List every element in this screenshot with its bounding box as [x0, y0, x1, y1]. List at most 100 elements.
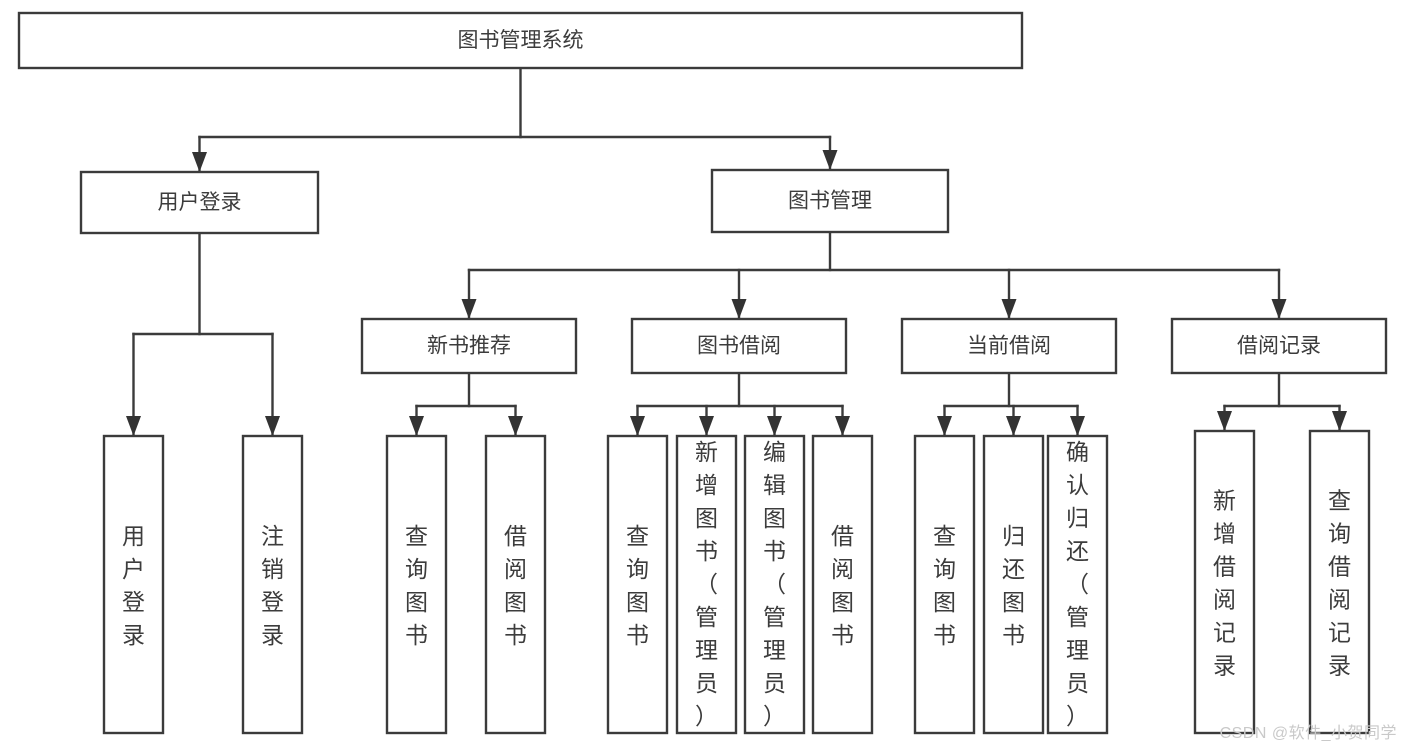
- arrow-head-icon: [409, 416, 424, 436]
- node-leaf-query-record-label-char: 录: [1328, 653, 1351, 679]
- node-leaf-query-book-1-label-char: 查: [405, 523, 428, 549]
- node-book-borrow[interactable]: 图书借阅: [630, 317, 848, 375]
- node-leaf-add-book-label-char: 增: [695, 472, 718, 498]
- arrow-head-icon: [461, 299, 477, 319]
- node-leaf-query-record-label-char: 借: [1328, 554, 1351, 580]
- node-leaf-query-book-3-label-char: 询: [933, 556, 956, 582]
- arrow-head-icon: [126, 416, 141, 436]
- node-leaf-query-book-3-label-char: 书: [933, 622, 956, 648]
- node-borrow-records-label: 借阅记录: [1237, 335, 1321, 358]
- arrow-head-icon: [1332, 411, 1347, 431]
- node-leaf-query-book-2-label-char: 图: [626, 589, 649, 615]
- node-leaf-add-book-label-char: 员: [695, 670, 718, 696]
- node-current-borrow-label: 当前借阅: [967, 335, 1051, 358]
- node-leaf-add-book-label-char: 书: [695, 538, 718, 564]
- arrow-head-icon: [731, 299, 747, 319]
- node-leaf-confirm-return-label-char: 管: [1066, 604, 1089, 630]
- arrow-head-icon: [630, 416, 645, 436]
- node-root-system[interactable]: 图书管理系统: [17, 11, 1024, 70]
- arrow-head-icon: [192, 152, 207, 172]
- node-leaf-query-book-1-box: [385, 434, 448, 735]
- arrow-head-icon: [1006, 416, 1021, 436]
- edge-layer: [126, 66, 1347, 437]
- node-book-management[interactable]: 图书管理: [710, 168, 950, 234]
- node-leaf-borrow-book-1-label-char: 借: [504, 523, 527, 549]
- node-leaf-query-book-2-label-char: 查: [626, 523, 649, 549]
- node-leaf-query-book-2-box: [606, 434, 669, 735]
- node-leaf-add-book-label-char: 理: [695, 637, 718, 663]
- node-borrow-records-box: [1170, 317, 1388, 375]
- node-leaf-query-book-1-label-char: 书: [405, 622, 428, 648]
- node-leaf-query-book-1-label-char: 图: [405, 589, 428, 615]
- node-new-book-recommend-label: 新书推荐: [427, 335, 511, 358]
- node-leaf-confirm-return-label-char: 理: [1066, 637, 1089, 663]
- node-user-login[interactable]: 用户登录: [79, 170, 320, 235]
- arrow-head-icon: [835, 416, 850, 436]
- node-leaf-user-login[interactable]: 用户登录: [102, 434, 165, 735]
- node-leaf-user-login-label-char: 录: [122, 622, 145, 648]
- node-leaf-add-record-label-char: 记: [1213, 620, 1236, 646]
- arrow-head-icon: [1070, 416, 1085, 436]
- node-book-borrow-label: 图书借阅: [697, 335, 781, 358]
- arrow-head-icon: [508, 416, 523, 436]
- node-leaf-query-record-label-char: 阅: [1328, 587, 1351, 613]
- node-leaf-confirm-return-label-char: 员: [1066, 670, 1089, 696]
- node-leaf-logout-label-char: 注: [261, 523, 284, 549]
- node-leaf-return-book-label-char: 书: [1002, 622, 1025, 648]
- node-leaf-query-record-label-char: 记: [1328, 620, 1351, 646]
- node-leaf-return-book-box: [982, 434, 1045, 735]
- node-leaf-add-record-box: [1193, 429, 1256, 735]
- node-leaf-add-record-label-char: 借: [1213, 554, 1236, 580]
- node-leaf-return-book-label-char: 还: [1002, 556, 1025, 582]
- node-leaf-add-book-label-char: 图: [695, 505, 718, 531]
- node-leaf-logout-label-char: 登: [261, 589, 284, 615]
- node-book-borrow-box: [630, 317, 848, 375]
- arrow-head-icon: [1001, 299, 1017, 319]
- node-book-management-label: 图书管理: [788, 190, 872, 213]
- node-leaf-confirm-return-label-char: 还: [1066, 538, 1089, 564]
- node-leaf-borrow-book-1-label-char: 书: [504, 622, 527, 648]
- node-leaf-borrow-book-2-label-char: 图: [831, 589, 854, 615]
- node-leaf-add-record-label-char: 阅: [1213, 587, 1236, 613]
- node-new-book-recommend-box: [360, 317, 578, 375]
- node-leaf-edit-book-label-char: 理: [763, 637, 786, 663]
- node-leaf-borrow-book-1-label-char: 阅: [504, 556, 527, 582]
- node-leaf-edit-book-label-char: 编: [763, 439, 786, 465]
- node-user-login-box: [79, 170, 320, 235]
- node-leaf-query-record-label-char: 查: [1328, 488, 1351, 514]
- node-leaf-return-book-label-char: 图: [1002, 589, 1025, 615]
- node-root-system-box: [17, 11, 1024, 70]
- node-leaf-query-book-2-label-char: 书: [626, 622, 649, 648]
- node-borrow-records[interactable]: 借阅记录: [1170, 317, 1388, 375]
- node-leaf-logout-box: [241, 434, 304, 735]
- node-current-borrow[interactable]: 当前借阅: [900, 317, 1118, 375]
- node-leaf-query-book-3-label-char: 查: [933, 523, 956, 549]
- node-leaf-add-record-label-char: 录: [1213, 653, 1236, 679]
- node-leaf-borrow-book-2-label-char: 阅: [831, 556, 854, 582]
- node-leaf-edit-book-label-char: 员: [763, 670, 786, 696]
- node-leaf-edit-book-label-char: ）: [763, 703, 786, 729]
- node-leaf-edit-book-label-char: 管: [763, 604, 786, 630]
- node-leaf-add-book-label-char: 管: [695, 604, 718, 630]
- node-new-book-recommend[interactable]: 新书推荐: [360, 317, 578, 375]
- node-leaf-edit-book-label-char: 辑: [763, 472, 786, 498]
- arrow-head-icon: [1271, 299, 1287, 319]
- node-leaf-query-book-3-label-char: 图: [933, 589, 956, 615]
- node-leaf-user-login-label-char: 户: [122, 556, 145, 582]
- node-leaf-confirm-return-label-char: 确: [1066, 439, 1089, 465]
- node-leaf-return-book-label-char: 归: [1002, 523, 1025, 549]
